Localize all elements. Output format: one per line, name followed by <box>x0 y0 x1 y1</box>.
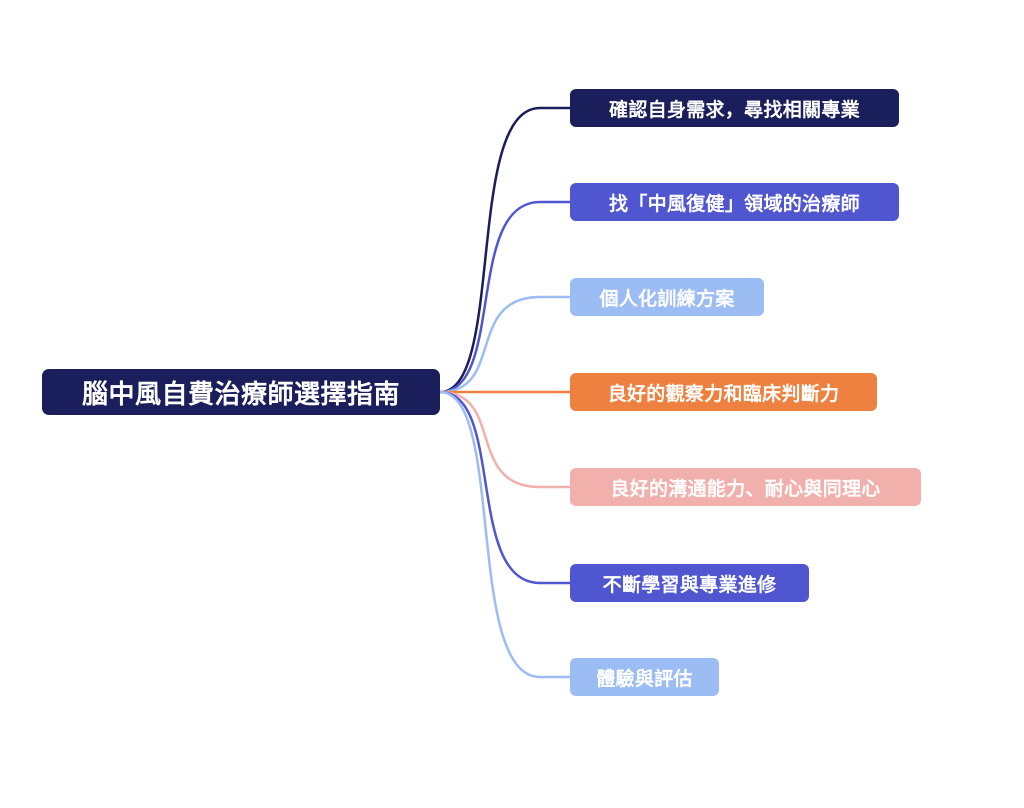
branch-topic-trial-evaluation[interactable]: 體驗與評估 <box>570 658 719 696</box>
branch-topic-clinical-judgment[interactable]: 良好的觀察力和臨床判斷力 <box>570 373 877 411</box>
connector-line-2 <box>438 200 572 394</box>
connector-line-3 <box>438 295 572 394</box>
branch-topic-stroke-rehab-specialist[interactable]: 找「中風復健」領域的治療師 <box>570 183 899 221</box>
connector-line-6 <box>438 390 572 585</box>
connector-line-7 <box>438 390 572 679</box>
connector-line-5 <box>438 390 572 489</box>
branch-topic-personalized-training[interactable]: 個人化訓練方案 <box>570 278 764 316</box>
branch-topic-self-needs[interactable]: 確認自身需求，尋找相關專業 <box>570 89 899 127</box>
branch-topic-continuous-learning[interactable]: 不斷學習與專業進修 <box>570 564 809 602</box>
branch-topic-communication-empathy[interactable]: 良好的溝通能力、耐心與同理心 <box>570 468 921 506</box>
root-topic[interactable]: 腦中風自費治療師選擇指南 <box>42 369 440 415</box>
connector-line-1 <box>438 106 572 394</box>
